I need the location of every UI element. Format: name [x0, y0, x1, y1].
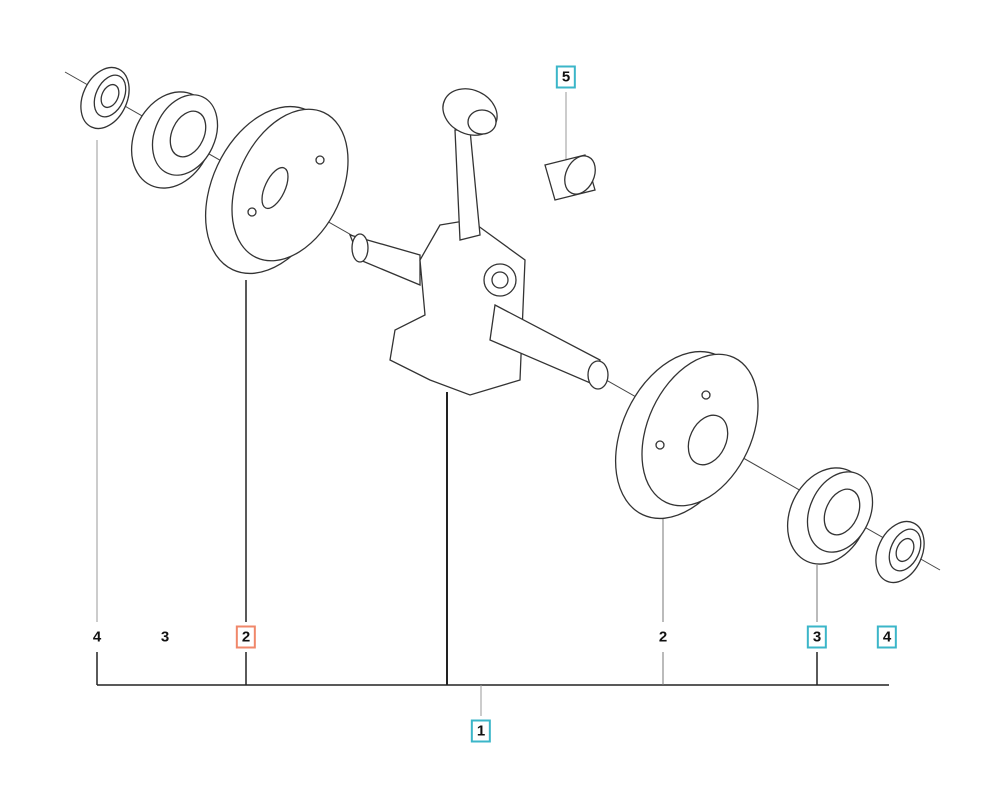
- left-seal: [80, 66, 130, 130]
- needle-bearing: [544, 154, 596, 201]
- left-bearing: [130, 91, 219, 189]
- callout-1[interactable]: 1: [470, 719, 492, 743]
- callout-4-right[interactable]: 4: [876, 625, 898, 649]
- left-crank-web: [204, 105, 349, 275]
- callout-3-right[interactable]: 3: [806, 625, 828, 649]
- right-seal: [875, 520, 925, 584]
- right-bearing: [786, 467, 874, 565]
- callout-4-left: 4: [92, 628, 102, 646]
- crankshaft: [348, 88, 609, 396]
- right-crank-web: [614, 350, 759, 520]
- callout-3-left: 3: [160, 628, 170, 646]
- callout-2-left[interactable]: 2: [235, 625, 257, 649]
- callout-2-right: 2: [658, 628, 668, 646]
- callout-5[interactable]: 5: [555, 65, 577, 89]
- leader-lines: [96, 92, 889, 716]
